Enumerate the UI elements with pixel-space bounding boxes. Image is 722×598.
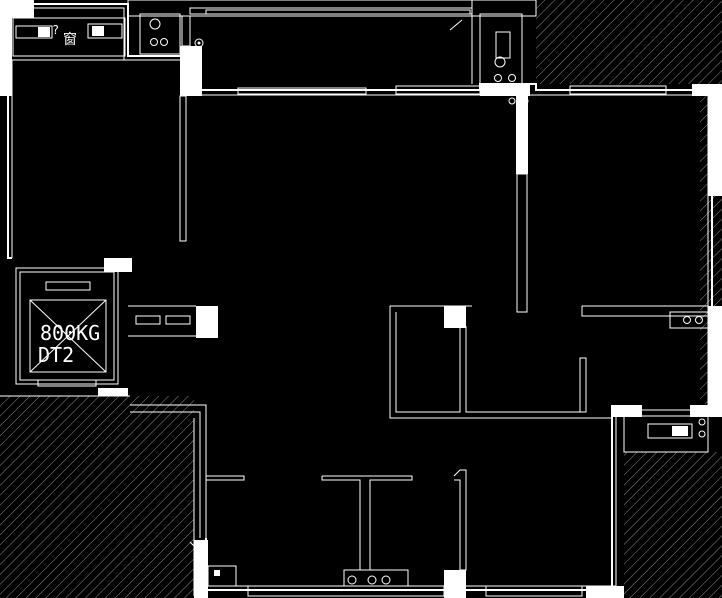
floor-drain-icon <box>508 97 529 105</box>
elevator-capacity: 800KG <box>40 321 100 345</box>
ac-platform-right <box>623 415 709 453</box>
stove-burner-icon <box>494 74 516 82</box>
stove-bottom <box>343 569 409 587</box>
pipe-shaft <box>135 315 191 325</box>
stove-burner-icon <box>698 418 706 438</box>
ac-platform-top-left: ? 窗 <box>12 17 126 57</box>
washbasin-icon <box>149 18 168 46</box>
utility-shaft-top-right <box>494 31 529 105</box>
interior-walls <box>128 95 708 571</box>
windows <box>205 9 667 597</box>
ac-unit-icon <box>15 23 123 39</box>
elevator-shaft: 800KG DT2 <box>15 267 119 387</box>
floor-drain-icon <box>194 38 204 48</box>
svg-text:?: ? <box>52 23 59 37</box>
ac-unit-icon <box>647 423 693 439</box>
utility-shaft-top <box>139 13 204 55</box>
stove-right <box>669 311 709 329</box>
water-heater-icon <box>494 31 511 68</box>
window-label: 窗 <box>63 31 77 48</box>
elevator-code: DT2 <box>38 343 74 367</box>
washbasin-bottom-left <box>189 541 237 587</box>
